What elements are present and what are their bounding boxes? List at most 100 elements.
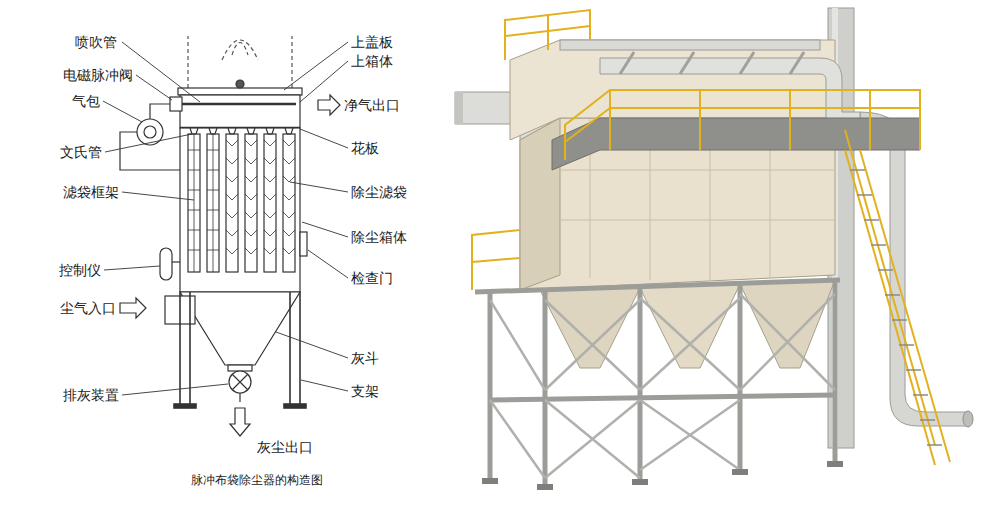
- collector-photo: [472, 230, 520, 290]
- figure-caption: 脉冲布袋除尘器的构造图: [191, 473, 323, 487]
- part-label: 检查门: [350, 270, 394, 286]
- collector-photo: [860, 112, 968, 426]
- support-legs: [189, 292, 191, 404]
- leader-line: [284, 42, 348, 90]
- leader-line: [308, 250, 348, 278]
- collector-photo: [833, 280, 838, 462]
- part-label: 排灰装置: [62, 387, 120, 403]
- collector-photo: [732, 469, 748, 475]
- filter-bags: [188, 128, 295, 272]
- part-label: 上盖板: [350, 34, 394, 50]
- collector-drawing: [236, 80, 244, 88]
- collector-photo: [482, 478, 498, 484]
- collector-photo: [640, 284, 740, 368]
- collector-photo: [740, 280, 835, 368]
- support-legs: [289, 292, 291, 404]
- collector-drawing: [180, 292, 300, 365]
- collector-photo: [878, 269, 893, 271]
- collector-photo: [488, 292, 493, 478]
- collector-photo: [565, 90, 920, 160]
- collector-photo: [545, 300, 640, 478]
- lid-open: [222, 40, 258, 60]
- support-legs: [174, 292, 306, 408]
- collector-photo: [845, 150, 935, 465]
- collector-drawing: [300, 232, 307, 256]
- collector-photo: [640, 298, 740, 470]
- collector-photo: [699, 90, 701, 150]
- part-label: 文氏管: [59, 144, 103, 160]
- filter-bags: [283, 134, 295, 272]
- support-legs: [284, 404, 306, 408]
- flow-arrow: [318, 95, 340, 115]
- collector-drawing: [144, 126, 156, 138]
- collector-photo: [850, 169, 865, 171]
- collector-photo: [789, 90, 791, 150]
- collector-photo: [472, 230, 520, 290]
- support-legs: [179, 292, 181, 404]
- collector-photo: [475, 280, 840, 292]
- lid-open: [188, 36, 292, 95]
- filter-bags: [283, 140, 295, 254]
- collector-photo: [490, 395, 835, 400]
- collector-photo: [540, 288, 640, 368]
- collector-drawing: [229, 371, 251, 393]
- collector-photo: [547, 15, 549, 50]
- part-label: 除尘滤袋: [350, 184, 408, 200]
- collector-drawing: [228, 365, 252, 371]
- leader-line: [122, 384, 228, 395]
- filter-bags: [207, 134, 219, 272]
- collector-photo: [565, 108, 610, 142]
- part-label: 尘气入口: [59, 300, 117, 316]
- support-legs: [299, 292, 301, 404]
- collector-photo: [505, 10, 590, 60]
- filter-bags: [188, 134, 200, 272]
- collector-photo: [560, 40, 820, 50]
- collector-photo: [906, 369, 921, 371]
- collector-drawing: [180, 128, 300, 292]
- part-label: 电磁脉冲阀: [62, 67, 134, 83]
- part-label: 灰斗: [350, 350, 380, 366]
- leader-line: [301, 380, 348, 391]
- collector-photo: [632, 479, 648, 485]
- leader-line: [105, 134, 192, 152]
- flow-arrow: [120, 95, 340, 436]
- flow-arrow: [230, 408, 250, 436]
- collector-photo: [455, 92, 463, 124]
- collector-photo: [740, 294, 835, 390]
- leader-line: [104, 266, 160, 270]
- collector-photo: [885, 294, 900, 296]
- collector-photo: [537, 484, 553, 490]
- collector-photo: [899, 344, 914, 346]
- part-label: 灰尘出口: [256, 439, 314, 455]
- collector-photo: [490, 300, 545, 478]
- part-label: 除尘箱体: [350, 229, 408, 245]
- leader-line: [103, 101, 142, 122]
- filter-bags: [264, 140, 276, 254]
- collector-photo: [892, 319, 907, 321]
- lid-open: [187, 36, 188, 95]
- leader-line: [276, 332, 348, 358]
- filter-bags: [226, 134, 238, 272]
- collector-drawing: [160, 248, 172, 280]
- leader-line: [300, 61, 348, 102]
- collector-photo: [560, 170, 835, 171]
- collector-photo: [845, 130, 935, 445]
- leader-line: [103, 42, 348, 395]
- filter-bags: [245, 134, 257, 272]
- leader-line: [300, 129, 348, 148]
- collector-photo: [920, 419, 935, 421]
- collector-photo: [869, 90, 871, 150]
- collector-photo: [610, 107, 920, 109]
- leader-line: [290, 182, 348, 192]
- collector-photo: [455, 8, 973, 490]
- part-label: 净气出口: [343, 97, 401, 113]
- collector-drawing: [239, 393, 240, 402]
- collector-drawing: [150, 104, 170, 119]
- collector-photo: [490, 294, 835, 478]
- part-label: 花板: [350, 140, 380, 156]
- collector-photo: [927, 444, 942, 446]
- collector-drawing: [232, 374, 248, 390]
- collector-drawing: [170, 97, 182, 111]
- part-label: 支架: [350, 383, 380, 399]
